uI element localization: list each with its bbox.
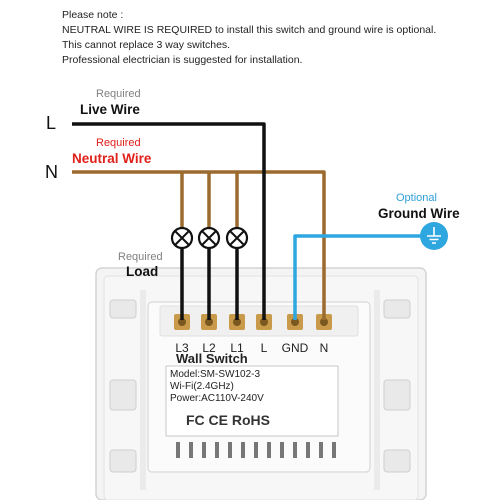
- note-line-1: Please note :: [62, 9, 124, 21]
- terminal-label-gnd: GND: [281, 341, 309, 355]
- ground-wire: [293, 234, 430, 320]
- terminal-screw-l1: [229, 314, 245, 330]
- terminal-screw-gnd: [287, 314, 303, 330]
- device-model: Model:SM-SW102-3: [170, 369, 261, 380]
- terminal-label-l3: L3: [175, 341, 189, 355]
- device-wifi: Wi-Fi(2.4GHz): [170, 381, 234, 392]
- load-tag: Required: [118, 251, 163, 263]
- note-line-3: This cannot replace 3 way switches.: [62, 39, 231, 51]
- terminal-label-l1: L1: [230, 341, 244, 355]
- terminal-screw-l3: [174, 314, 190, 330]
- live-wire-label: Live Wire: [80, 102, 140, 117]
- note-line-2: NEUTRAL WIRE IS REQUIRED to install this…: [62, 24, 437, 36]
- terminal-screws: [174, 314, 332, 330]
- neutral-wire: [72, 170, 326, 320]
- vent-slots: [176, 442, 336, 458]
- terminal-screw-n: [316, 314, 332, 330]
- neutral-wire-tag: Required: [96, 137, 141, 149]
- terminal-label-l2: L2: [202, 341, 216, 355]
- lamp-icon: [197, 226, 221, 250]
- note-line-4: Professional electrician is suggested fo…: [62, 54, 303, 66]
- neutral-terminal-letter: N: [45, 162, 58, 182]
- lamp-icon: [225, 226, 249, 250]
- live-wire: [72, 122, 266, 320]
- lamp-icon: [170, 226, 194, 250]
- live-terminal-letter: L: [46, 113, 57, 133]
- device-title: Wall Switch: [176, 351, 248, 366]
- ground-icon: [420, 222, 448, 250]
- terminal-label-l: L: [260, 341, 268, 355]
- load-wires: [180, 248, 239, 320]
- neutral-wire-label: Neutral Wire: [72, 151, 152, 166]
- device-power: Power:AC110V-240V: [170, 393, 264, 404]
- terminal-label-n: N: [319, 341, 329, 355]
- ground-wire-tag: Optional: [396, 192, 437, 204]
- load-label: Load: [126, 264, 159, 279]
- terminal-screw-l: [256, 314, 272, 330]
- live-wire-tag: Required: [96, 88, 141, 100]
- terminal-screw-l2: [201, 314, 217, 330]
- ground-wire-label: Ground Wire: [378, 206, 460, 221]
- certification-marks: FC CE RoHS: [186, 412, 270, 428]
